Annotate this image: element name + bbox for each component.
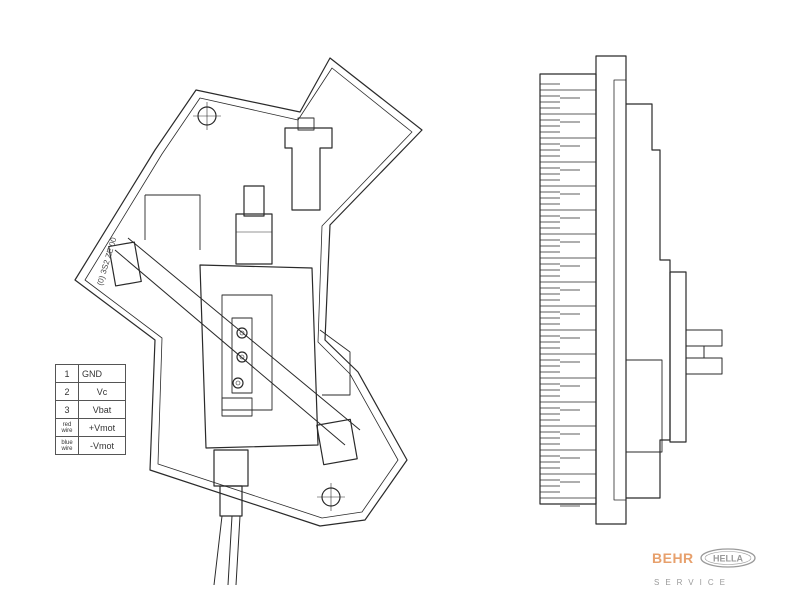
pin-number: blue wire [55,436,79,455]
side-housing [626,103,671,499]
pin-number: red wire [55,418,79,437]
pin-number: 3 [55,400,79,419]
heatsink-body [539,73,597,505]
terminal-2 [236,351,248,363]
pinout-table: 1 GND 2 Vc 3 Vbat red wire +Vmot blue wi… [55,364,126,455]
service-label: SERVICE [654,578,731,587]
resistor-body [199,264,319,449]
pin-signal: Vbat [78,400,126,419]
hella-wordmark: HELLA [713,554,743,564]
pin-number: 1 [55,364,79,383]
hella-logo-icon: HELLA [700,548,756,568]
table-row: blue wire -Vmot [55,436,126,455]
table-row: 3 Vbat [55,400,126,419]
top-clip [284,127,333,211]
front-flange-outline [74,57,423,527]
pin-signal: GND [78,364,126,383]
pin-signal: Vc [78,382,126,401]
front-view [74,57,423,586]
side-view [539,55,723,525]
connector-stem-top [243,185,265,217]
terminal-window [231,317,253,394]
terminal-3 [232,377,244,389]
side-flange [595,55,627,525]
table-row: 2 Vc [55,382,126,401]
wire-connector [213,449,249,487]
behr-hella-logo: BEHR HELLA SERVICE [652,548,772,598]
wire-harness [213,515,241,586]
behr-wordmark: BEHR [652,550,694,566]
heatsink-fins [540,83,596,507]
part-marking: (0) 3S2 ZE 00 [95,236,118,287]
side-pins [686,329,723,375]
side-connector [669,271,687,443]
table-row: red wire +Vmot [55,418,126,437]
pin-signal: -Vmot [78,436,126,455]
pin-number: 2 [55,382,79,401]
terminal-1 [236,327,248,339]
pin-signal: +Vmot [78,418,126,437]
front-flange-inner [84,67,413,519]
table-row: 1 GND [55,364,126,383]
